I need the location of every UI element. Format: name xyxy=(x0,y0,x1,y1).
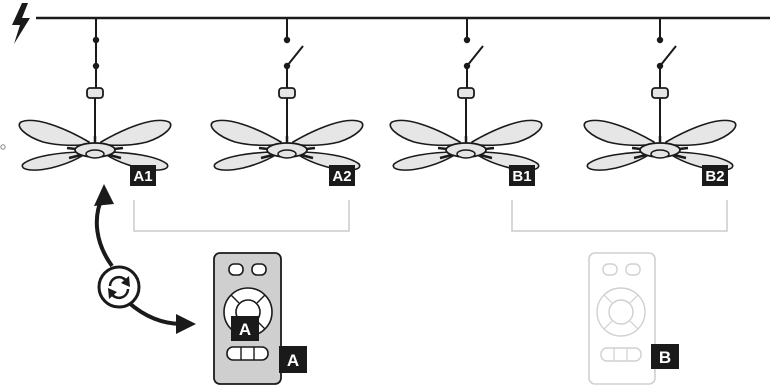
switch-contact xyxy=(656,36,664,44)
fan-label: A2 xyxy=(332,168,351,185)
remote-label-box xyxy=(651,344,679,369)
sync-arrows-icon xyxy=(97,265,141,309)
fan-a2: A2 xyxy=(210,18,364,186)
remote-label-box xyxy=(279,346,307,373)
remote-label: A xyxy=(287,351,299,370)
switch-open xyxy=(466,45,484,67)
fan-a1: A1 xyxy=(18,18,172,186)
fan-label: B2 xyxy=(705,168,724,185)
edge-marker xyxy=(0,144,6,150)
remote-button xyxy=(251,263,267,276)
switch-open xyxy=(659,45,677,67)
remote-button xyxy=(625,263,641,276)
switch-contact xyxy=(283,36,291,44)
remote-button xyxy=(228,263,244,276)
fan-label-box xyxy=(130,165,156,186)
remote-b: B xyxy=(588,252,679,385)
remote-label: B xyxy=(659,348,671,367)
group-bracket-a xyxy=(133,200,350,232)
fan-b2: B2 xyxy=(583,18,737,186)
fan-label-box xyxy=(329,165,355,186)
fan-label: A1 xyxy=(133,168,152,185)
switch-open xyxy=(286,45,304,67)
remote-inner-label-box xyxy=(231,316,259,341)
fan-label: B1 xyxy=(512,168,531,185)
remote-button-row xyxy=(600,347,642,362)
remote-inner-label: A xyxy=(239,320,251,339)
lightning-bolt-icon xyxy=(12,3,30,44)
group-bracket-b xyxy=(511,200,728,232)
switch-contact xyxy=(463,36,471,44)
fan-label-box xyxy=(509,165,535,186)
remote-dpad xyxy=(596,287,646,337)
fan-label-box xyxy=(702,165,728,186)
remote-button-row xyxy=(226,346,269,361)
fan-b1: B1 xyxy=(389,18,543,186)
remote-a: A A xyxy=(213,252,307,385)
pairing-arrow xyxy=(94,184,196,334)
remote-button xyxy=(602,263,618,276)
